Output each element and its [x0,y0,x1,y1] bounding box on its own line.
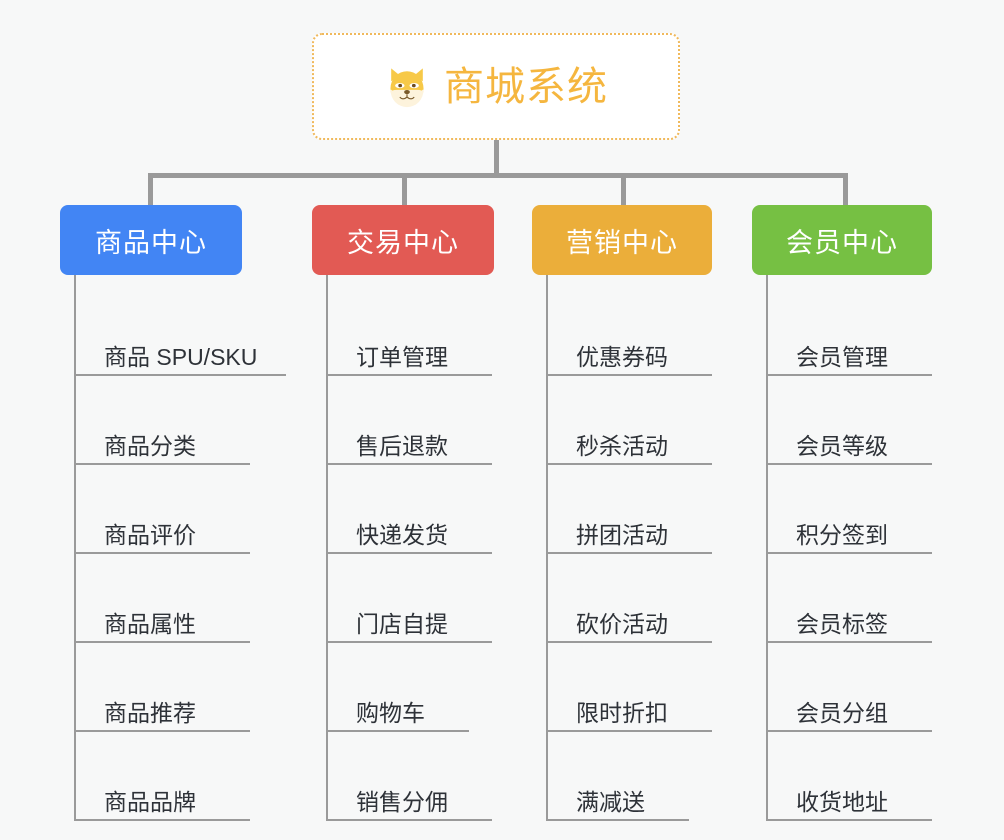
list-item[interactable]: 销售分佣 [326,732,492,821]
leaf-label: 销售分佣 [356,788,448,815]
leaf-label: 商品评价 [104,521,196,548]
trunk-line [766,275,768,819]
leaf-label: 商品 SPU/SKU [104,343,258,370]
connector-drop-2 [402,173,407,207]
list-item[interactable]: 拼团活动 [546,465,712,554]
list-item[interactable]: 商品推荐 [74,643,250,732]
leaf-label: 优惠券码 [576,343,668,370]
list-item[interactable]: 会员标签 [766,554,932,643]
leaf-list-1: 商品 SPU/SKU 商品分类 商品评价 商品属性 商品推荐 商品品牌 [60,275,300,821]
leaf-label: 商品推荐 [104,699,196,726]
leaf-label: 订单管理 [356,343,448,370]
connector-drop-4 [843,173,848,207]
list-item[interactable]: 收货地址 [766,732,932,821]
leaf-list-4: 会员管理 会员等级 积分签到 会员标签 会员分组 收货地址 [752,275,992,821]
list-item[interactable]: 商品品牌 [74,732,250,821]
list-item[interactable]: 会员等级 [766,376,932,465]
category-column-4: 会员中心 会员管理 会员等级 积分签到 会员标签 会员分组 收货地址 [752,205,992,821]
connector-horizontal-bus [148,173,848,178]
leaf-label: 秒杀活动 [576,432,668,459]
leaf-label: 会员标签 [796,610,888,637]
leaf-label: 积分签到 [796,521,888,548]
list-item[interactable]: 快递发货 [326,465,492,554]
root-node[interactable]: 商城系统 [312,33,680,140]
leaf-label: 会员管理 [796,343,888,370]
leaf-label: 商品品牌 [104,788,196,815]
list-item[interactable]: 满减送 [546,732,689,821]
connector-root-stub [494,140,499,175]
list-item[interactable]: 购物车 [326,643,469,732]
list-item[interactable]: 订单管理 [326,287,492,376]
leaf-label: 拼团活动 [576,521,668,548]
connector-drop-1 [148,173,153,207]
list-item[interactable]: 商品 SPU/SKU [74,287,286,376]
leaf-label: 收货地址 [796,788,888,815]
category-column-3: 营销中心 优惠券码 秒杀活动 拼团活动 砍价活动 限时折扣 满减送 [532,205,772,821]
leaf-label: 快递发货 [356,521,448,548]
category-label: 商品中心 [95,227,207,258]
leaf-label: 门店自提 [356,610,448,637]
list-item[interactable]: 会员管理 [766,287,932,376]
category-header-1[interactable]: 商品中心 [60,205,242,275]
leaf-label: 售后退款 [356,432,448,459]
list-item[interactable]: 限时折扣 [546,643,712,732]
list-item[interactable]: 商品属性 [74,554,250,643]
leaf-label: 砍价活动 [576,610,668,637]
category-column-1: 商品中心 商品 SPU/SKU 商品分类 商品评价 商品属性 商品推荐 商品品牌 [60,205,300,821]
list-item[interactable]: 优惠券码 [546,287,712,376]
list-item[interactable]: 门店自提 [326,554,492,643]
category-label: 交易中心 [347,227,459,258]
leaf-label: 限时折扣 [576,699,668,726]
trunk-line [74,275,76,819]
category-header-3[interactable]: 营销中心 [532,205,712,275]
leaf-label: 购物车 [356,699,425,726]
category-header-2[interactable]: 交易中心 [312,205,494,275]
leaf-label: 会员分组 [796,699,888,726]
trunk-line [546,275,548,819]
leaf-label: 商品分类 [104,432,196,459]
list-item[interactable]: 商品分类 [74,376,250,465]
trunk-line [326,275,328,819]
category-label: 营销中心 [566,227,678,258]
leaf-label: 满减送 [576,788,645,815]
connector-drop-3 [621,173,626,207]
list-item[interactable]: 会员分组 [766,643,932,732]
root-title: 商城系统 [444,64,608,109]
category-column-2: 交易中心 订单管理 售后退款 快递发货 门店自提 购物车 销售分佣 [312,205,552,821]
shiba-dog-face-icon [390,67,424,107]
list-item[interactable]: 积分签到 [766,465,932,554]
category-header-4[interactable]: 会员中心 [752,205,932,275]
list-item[interactable]: 售后退款 [326,376,492,465]
list-item[interactable]: 砍价活动 [546,554,712,643]
leaf-label: 商品属性 [104,610,196,637]
leaf-label: 会员等级 [796,432,888,459]
list-item[interactable]: 商品评价 [74,465,250,554]
list-item[interactable]: 秒杀活动 [546,376,712,465]
category-label: 会员中心 [786,227,898,258]
leaf-list-2: 订单管理 售后退款 快递发货 门店自提 购物车 销售分佣 [312,275,552,821]
leaf-list-3: 优惠券码 秒杀活动 拼团活动 砍价活动 限时折扣 满减送 [532,275,772,821]
